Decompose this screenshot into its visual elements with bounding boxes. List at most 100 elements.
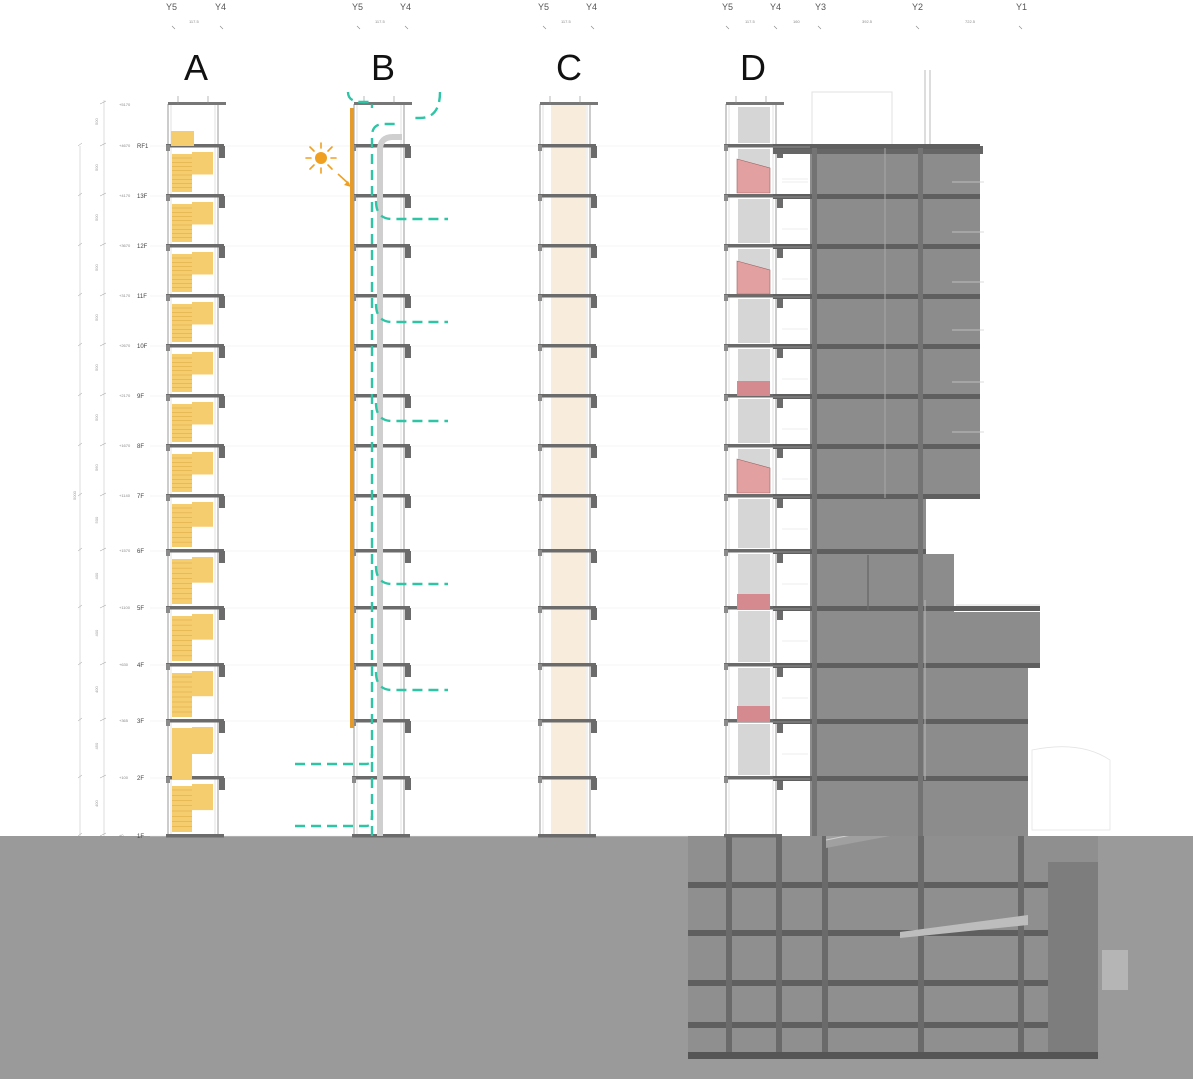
beam [219,196,225,208]
floor-label: 10F [137,344,148,350]
grid-label: Y4 [770,2,781,12]
building-slab [773,444,980,449]
grid-label: Y4 [586,2,597,12]
dim-tick [77,342,83,347]
edge-beam [724,245,728,251]
red-panel [737,706,770,722]
beam [777,608,783,620]
floor-label: 11F [137,294,147,300]
grid-label: Y4 [215,2,226,12]
elevation-label: +2670 [119,343,131,348]
stair-flight [172,254,192,292]
corridor-slab [773,496,810,498]
dim-tick [77,774,83,779]
facade-panel [738,399,770,443]
red-panel [737,381,770,396]
beam [591,608,597,620]
panel-title-c: C [556,47,582,88]
edge-beam [724,295,728,301]
beam [591,296,597,308]
floor-height-dim: 500 [94,164,99,171]
building-slab [773,344,980,349]
floor-height-dim: 400 [94,629,99,636]
grid-header-b: Y5 Y4 117.5 [352,2,411,30]
stair-landing [192,557,213,583]
beam [591,551,597,563]
floor-slab [538,344,596,348]
panel-title-b: B [371,47,395,88]
airflow-inlet [295,815,374,828]
corridor-slab [773,346,810,348]
building-slab [773,144,980,149]
edge-beam [166,395,170,401]
elevation-label: +1140 [119,493,131,498]
adjacent-building [1031,746,1111,831]
floor-slab [724,663,782,667]
facade-panel [738,724,770,775]
roof-slab [168,102,226,105]
beam [591,496,597,508]
floor-height-dim: 500 [94,214,99,221]
stair-landing [192,671,213,697]
floor-label: 3F [137,719,144,725]
floor-height-dim: 400 [94,572,99,579]
dim-label: 117.5 [189,19,199,24]
dim-tick [77,192,83,197]
floor-height-dim: 400 [94,800,99,807]
dim-tick [99,832,107,837]
edge-beam [724,145,728,151]
stair-flight [172,304,192,342]
building-column [812,148,817,836]
wall-infill [551,105,586,836]
facade-panel [738,199,770,243]
solar-strip [350,108,354,728]
beam [219,551,225,563]
elevation-label: +3670 [119,243,131,248]
dim-tick [77,832,83,837]
stair-landing [171,131,194,146]
edge-beam [538,445,542,451]
dim-tick [99,774,107,779]
panel-c-wall-section [538,96,598,838]
airflow-inlet [295,753,374,766]
floor-slab [166,549,224,553]
beam [405,346,411,358]
edge-beam [724,445,728,451]
red-panel [736,158,771,194]
roof-slab [726,102,784,105]
stair-flight [172,504,192,547]
elevation-label: +2170 [119,393,131,398]
beam [777,196,783,208]
airflow-outlet [374,565,448,586]
floor-label: 9F [137,394,144,400]
building-slab [773,244,980,249]
dim-label: 392.5 [862,19,873,24]
beam [777,446,783,458]
beam [219,778,225,790]
beam [219,665,225,677]
floor-height-dim: 500 [94,118,99,125]
grid-header-a: Y5 Y4 117.5 [166,2,226,30]
elevation-label: +4670 [119,143,131,148]
edge-beam [724,345,728,351]
edge-beam [538,720,542,726]
floor-slab [724,549,782,553]
beam [405,396,411,408]
floor-height-dim: 400 [94,686,99,693]
floor-slab [538,244,596,248]
floor-slab [538,663,596,667]
dim-tick [77,392,83,397]
edge-beam [538,395,542,401]
floor-label: RF1 [137,144,149,150]
elevation-label: +630 [119,662,129,667]
dim-tick [99,142,107,147]
corridor-slab [773,608,810,610]
beam [219,346,225,358]
dim-tick [99,442,107,447]
facade-panel [738,299,770,343]
dim-tick [77,142,83,147]
stair-landing [192,502,213,527]
floor-height-dim: 450 [94,742,99,749]
stair-flight [172,740,192,780]
